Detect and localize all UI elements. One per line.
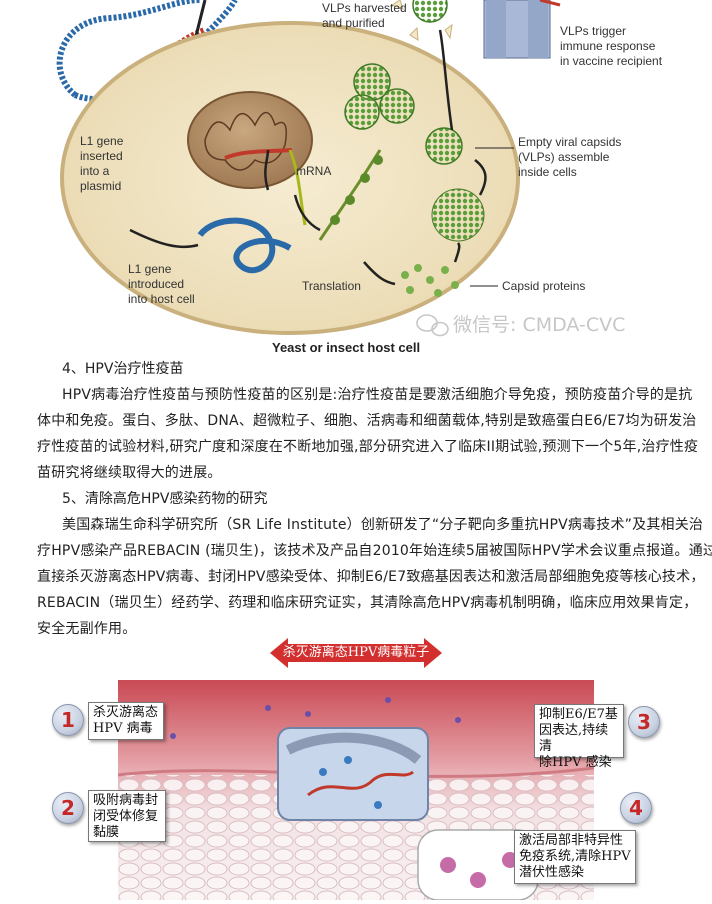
vlp-diagram-svg: VLPs harvested and purified VLPs trigger… bbox=[56, 0, 663, 355]
watermark: 微信号: CMDA-CVC bbox=[416, 314, 625, 337]
diagram-caption: Yeast or insect host cell bbox=[272, 340, 420, 355]
ribosome-cluster bbox=[330, 155, 383, 225]
paragraph-line: 疗性疫苗的试验材料,研究广度和深度在不断地加强,部分研究进入了临床II期试验,预… bbox=[37, 439, 699, 455]
paragraph-line: 苗研究将继续取得大的进展。 bbox=[37, 465, 222, 481]
label-vlps-trigger-2: immune response bbox=[560, 39, 656, 53]
nucleus bbox=[187, 91, 313, 189]
section-5-title: 5、清除高危HPV感染药物的研究 bbox=[62, 491, 268, 507]
label-empty-capsids-2: (VLPs) assemble bbox=[518, 150, 610, 164]
red-gene-strand bbox=[224, 148, 293, 160]
capsid-protein-dots bbox=[401, 264, 459, 297]
step-number-2: 2 bbox=[52, 792, 84, 824]
label-vlps-harvested-2: and purified bbox=[322, 16, 385, 30]
magnified-inset bbox=[277, 727, 429, 821]
paragraph-line: HPV病毒治疗性疫苗与预防性疫苗的区别是:治疗性疫苗是要激活细胞介导免疫，预防疫… bbox=[62, 387, 693, 403]
label-empty-capsids-3: inside cells bbox=[518, 165, 577, 179]
label-l1-introduced-2: introduced bbox=[128, 277, 184, 291]
double-arrow-icon bbox=[270, 638, 442, 668]
callout-line: HPV 病毒 bbox=[93, 721, 153, 736]
debris-shapes bbox=[390, 0, 453, 41]
callout-step-2: 吸附病毒封 闭受体修复 黏膜 bbox=[88, 790, 166, 842]
label-vlps-trigger-3: in vaccine recipient bbox=[560, 54, 663, 68]
paragraph-line: 美国森瑞生命科学研究所（SR Life Institute）创新研发了“分子靶向… bbox=[62, 517, 704, 533]
paragraph-line: REBACIN（瑞贝生）经药学、药理和临床研究证实，其清除高危HPV病毒机制明确… bbox=[37, 595, 698, 611]
step-number-3: 3 bbox=[628, 706, 660, 738]
callout-line: 吸附病毒封 bbox=[93, 793, 159, 808]
chromatin bbox=[204, 111, 287, 171]
paragraph-line: 直接杀灭游离态HPV病毒、封闭HPV感染受体、抑制E6/E7致癌基因表达和激活局… bbox=[37, 569, 705, 585]
process-arrows bbox=[129, 29, 487, 286]
wechat-icon bbox=[416, 314, 449, 337]
label-l1-inserted-2: inserted bbox=[80, 149, 123, 163]
section-5-paragraph: 美国森瑞生命科学研究所（SR Life Institute）创新研发了“分子靶向… bbox=[37, 512, 712, 642]
plasmid-in-cell-icon bbox=[197, 217, 292, 274]
label-translation: Translation bbox=[302, 279, 361, 293]
callout-step-4: 激活局部非特异性 免疫系统,清除HPV 潜伏性感染 bbox=[514, 830, 636, 884]
callout-line: 潜伏性感染 bbox=[519, 865, 585, 880]
vaccine-recipient-figure bbox=[483, 0, 561, 59]
label-vlps-trigger-1: VLPs trigger bbox=[560, 24, 626, 38]
banner-text: 杀灭游离态HPV病毒粒子 bbox=[282, 645, 430, 660]
section-4-paragraph: HPV病毒治疗性疫苗与预防性疫苗的区别是:治疗性疫苗是要激活细胞介导免疫，预防疫… bbox=[37, 382, 699, 486]
callout-line: 因表达,持续清 bbox=[539, 723, 609, 754]
label-empty-capsids-1: Empty viral capsids bbox=[518, 135, 621, 149]
callout-line: 激活局部非特异性 bbox=[519, 833, 624, 848]
callout-line: 闭受体修复 bbox=[93, 809, 159, 824]
mechanism-figure: 杀灭游离态HPV病毒粒子 bbox=[0, 630, 712, 901]
callout-line: 杀灭游离态 bbox=[93, 705, 159, 720]
label-vlps-harvested-1: VLPs harvested bbox=[322, 1, 407, 15]
label-l1-inserted-1: L1 gene bbox=[80, 134, 124, 148]
label-l1-introduced-3: into host cell bbox=[128, 292, 195, 306]
arrow-icon bbox=[193, 0, 207, 41]
label-l1-introduced-1: L1 gene bbox=[128, 262, 172, 276]
label-capsid-proteins: Capsid proteins bbox=[502, 279, 585, 293]
watermark-text: 微信号: CMDA-CVC bbox=[453, 314, 625, 336]
label-l1-inserted-4: plasmid bbox=[80, 179, 121, 193]
banner: 杀灭游离态HPV病毒粒子 bbox=[270, 638, 442, 668]
vlp-production-diagram: VLPs harvested and purified VLPs trigger… bbox=[0, 0, 712, 358]
callout-line: 除HPV 感染 bbox=[539, 755, 612, 770]
mrna-strand bbox=[288, 149, 307, 226]
paragraph-line: 安全无副作用。 bbox=[37, 621, 137, 637]
section-4-title: 4、HPV治疗性疫苗 bbox=[62, 361, 184, 377]
label-l1-inserted-3: into a bbox=[80, 164, 110, 178]
step-number-4: 4 bbox=[620, 792, 652, 824]
callout-line: 免疫系统,清除HPV bbox=[519, 849, 631, 864]
capsid-cluster bbox=[431, 188, 485, 242]
leader-lines bbox=[470, 147, 514, 287]
callout-step-1: 杀灭游离态 HPV 病毒 bbox=[88, 702, 164, 740]
callout-step-3: 抑制E6/E7基 因表达,持续清 除HPV 感染 bbox=[534, 704, 624, 770]
label-mrna: mRNA bbox=[296, 164, 331, 178]
paragraph-line: 体中和免疫。蛋白、多肽、DNA、超微粒子、细胞、活病毒和细菌载体,特别是致癌蛋白… bbox=[37, 413, 697, 429]
vlp-particles bbox=[344, 0, 463, 165]
callout-line: 黏膜 bbox=[93, 825, 120, 840]
callout-line: 抑制E6/E7基 bbox=[539, 707, 618, 722]
paragraph-line: 疗HPV感染产品REBACIN (瑞贝生)，该技术及产品自2010年始连续5届被… bbox=[37, 543, 712, 559]
step-number-1: 1 bbox=[52, 704, 84, 736]
